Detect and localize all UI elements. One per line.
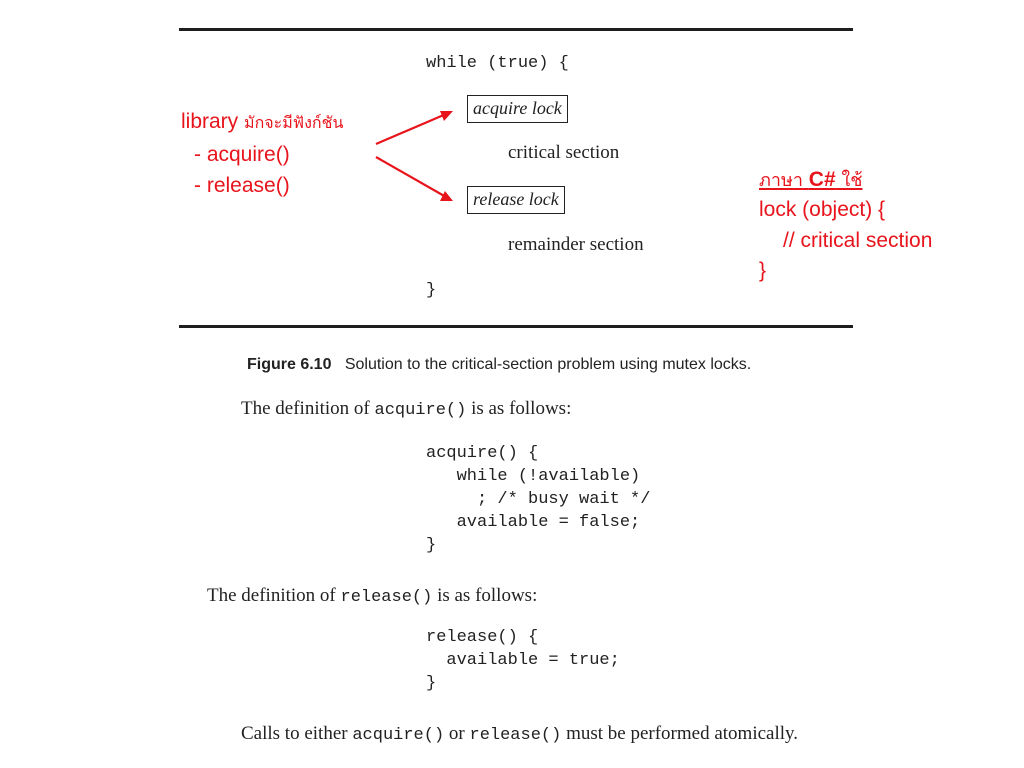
acquire-code-line-1: acquire() { (426, 444, 539, 463)
release-lock-box: release lock (467, 186, 565, 214)
calls-pre: Calls to either (241, 723, 353, 744)
acq-def-post: is as follows: (466, 398, 572, 419)
lock-close-line: } (759, 259, 767, 282)
lock-comment-line: // critical section (783, 229, 933, 252)
calls-code-acquire: acquire() (352, 726, 445, 745)
lock-object-line: lock (object) { (759, 198, 886, 221)
acquire-code-line-2: while (!available) (426, 467, 641, 486)
library-word: library (181, 110, 239, 133)
release-definition-intro: The definition of release() is as follow… (207, 585, 537, 607)
arrow-to-release (375, 156, 447, 198)
rel-def-post: is as follows: (432, 585, 538, 606)
acquire-code-line-5: } (426, 536, 437, 555)
arrowhead-acquire (440, 111, 453, 121)
release-code-line-1: release() { (426, 628, 539, 647)
csharp-name: C# (808, 168, 836, 191)
remainder-section-label: remainder section (508, 234, 644, 255)
while-close-brace: } (426, 281, 437, 300)
arrow-to-acquire (375, 112, 447, 146)
csharp-thai-lang: ภาษา (759, 170, 803, 190)
calls-code-release: release() (469, 726, 562, 745)
figure-caption: Figure 6.10 Solution to the critical-sec… (247, 356, 751, 374)
release-code-line-3: } (426, 674, 437, 693)
figure-top-rule (179, 28, 853, 31)
calls-post: must be performed atomically. (561, 723, 799, 744)
while-true-line: while (true) { (426, 54, 569, 73)
csharp-heading: ภาษา C# ใช้ (759, 165, 863, 194)
rel-def-pre: The definition of (207, 585, 341, 606)
acquire-definition-intro: The definition of acquire() is as follow… (241, 398, 571, 420)
acquire-lock-box: acquire lock (467, 95, 568, 123)
csharp-thai-use: ใช้ (841, 170, 863, 190)
library-note: library มักจะมีฟังก์ชัน (181, 110, 343, 136)
release-item: - release() (194, 174, 290, 197)
figure-caption-text: Solution to the critical-section problem… (344, 356, 752, 373)
acq-def-pre: The definition of (241, 398, 375, 419)
release-code-line-2: available = true; (426, 651, 620, 670)
acquire-item: - acquire() (194, 143, 290, 166)
atomic-calls-sentence: Calls to either acquire() or release() m… (241, 723, 798, 745)
figure-bottom-rule (179, 325, 853, 328)
library-thai-note: มักจะมีฟังก์ชัน (244, 115, 344, 132)
acq-def-code: acquire() (374, 401, 467, 420)
acquire-code-line-3: ; /* busy wait */ (426, 490, 651, 509)
rel-def-code: release() (340, 588, 433, 607)
arrowhead-release (440, 191, 453, 201)
acquire-code-line-4: available = false; (426, 513, 641, 532)
figure-number: Figure 6.10 (247, 356, 332, 373)
calls-mid: or (444, 723, 470, 744)
critical-section-label: critical section (508, 142, 620, 163)
